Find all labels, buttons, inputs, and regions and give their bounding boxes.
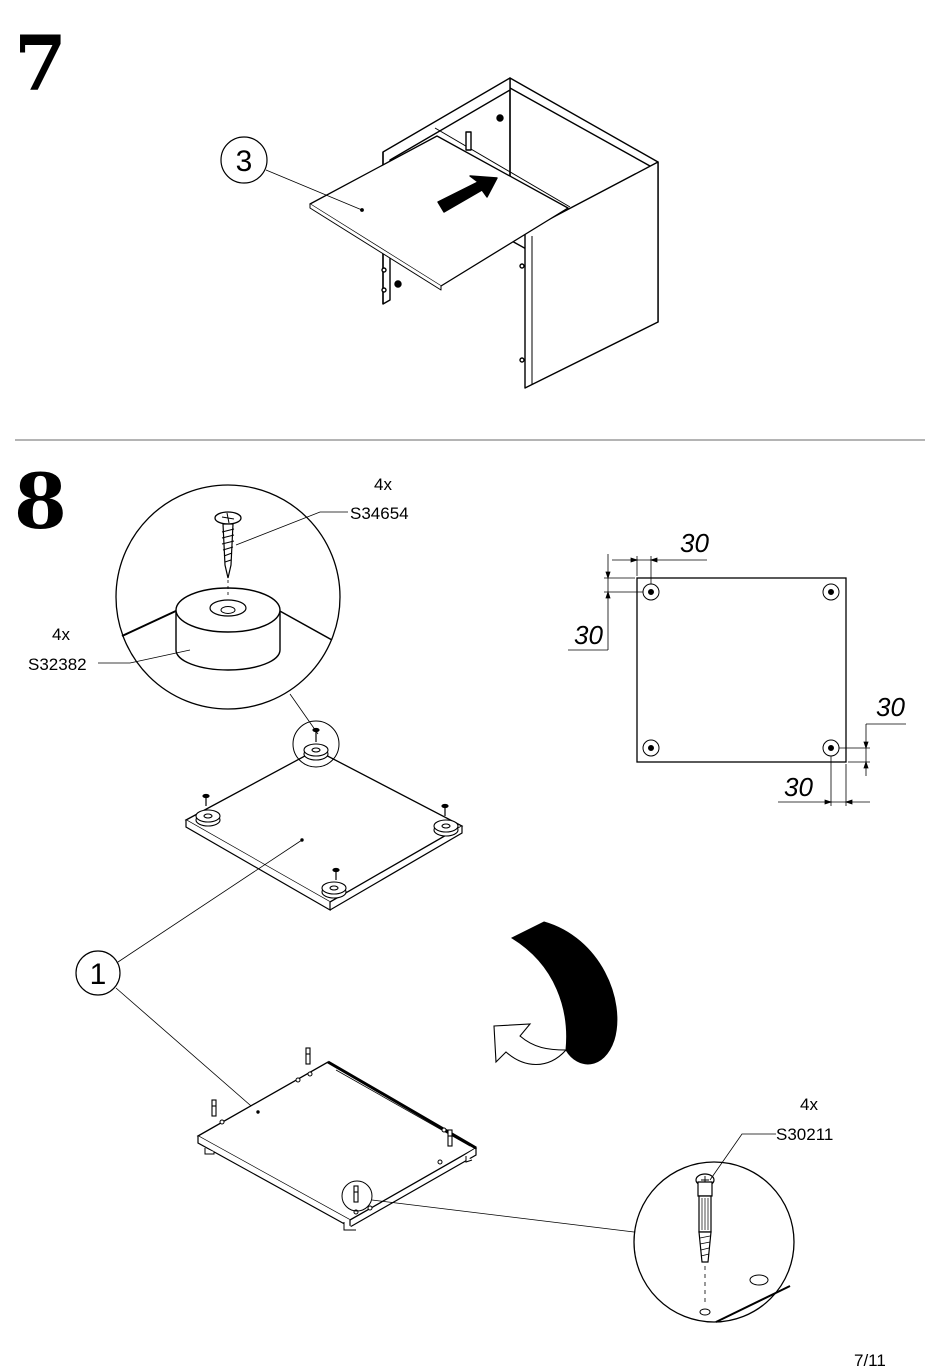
dimension-label-bottom: 30 [784, 772, 813, 802]
part-callout-3-label: 3 [236, 145, 253, 178]
base-panel-with-feet [186, 721, 462, 910]
step-7-number: 7 [14, 19, 67, 108]
furniture-foot [176, 588, 280, 670]
dimension-label-right: 30 [876, 692, 905, 722]
base-panel-with-dowels [198, 1048, 476, 1230]
part-callout-1-label: 1 [90, 958, 107, 991]
step-8-number: 8 [14, 457, 67, 546]
dowel-part-code: S30211 [776, 1125, 833, 1144]
foot-part-code: S32382 [28, 655, 87, 674]
dimension-label-top: 30 [680, 528, 709, 558]
flip-arrow-icon [494, 922, 617, 1065]
foot-position-diagram [568, 554, 906, 806]
step-7-cabinet-drawing [310, 78, 658, 388]
foot-detail-magnifier [98, 485, 348, 734]
screw-part-code: S34654 [350, 504, 409, 523]
page-number: 7/11 [854, 1351, 886, 1369]
dowel-quantity: 4x [800, 1095, 818, 1114]
dimension-label-left: 30 [574, 620, 603, 650]
foot-quantity: 4x [52, 625, 70, 644]
part-callout-1: 1 [76, 840, 302, 1112]
screw-quantity: 4x [374, 475, 392, 494]
